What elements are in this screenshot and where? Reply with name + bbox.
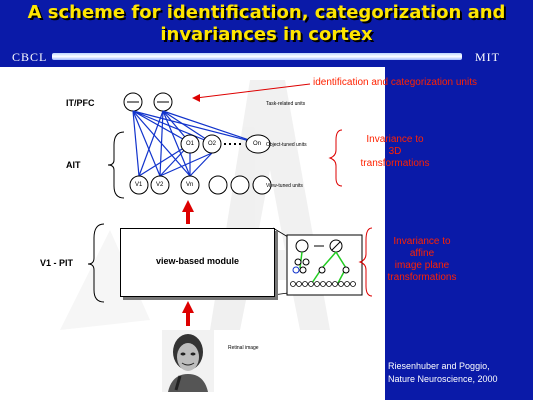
object-unit-2-label: O2: [208, 141, 217, 147]
object-unit-2: [202, 134, 222, 154]
brace-affine: [358, 227, 373, 297]
note-arrow-head: [192, 94, 200, 102]
note-affine-line-3: image plane: [394, 260, 450, 271]
note-identification-units: identification and categorization units: [313, 77, 477, 88]
note-invariance-affine: Invariance to affine image plane transfo…: [372, 236, 472, 284]
module-label: view-based module: [155, 256, 240, 266]
level-label-ait: AIT: [66, 160, 81, 170]
title-line-2: invariances in cortex: [160, 24, 373, 45]
mit-logo-text: MIT: [475, 50, 500, 64]
retinal-image-label: Retinal image: [228, 345, 259, 351]
label-task-units: Task-related units: [266, 101, 306, 107]
note-3d-line-3: transformations: [360, 158, 430, 169]
inset-network: [286, 234, 363, 296]
pit-brace: [87, 223, 105, 303]
citation-line-1: Riesenhuber and Poggio,: [388, 361, 490, 371]
object-unit-n: [245, 134, 271, 154]
object-unit-1-label: O1: [186, 141, 195, 147]
view-unit-1-label: V1: [135, 182, 143, 188]
level-label-v1-pit: V1 - PIT: [40, 258, 74, 268]
title-line-1: A scheme for identification, categorizat…: [27, 2, 506, 23]
view-unit-n-label: Vn: [186, 182, 194, 188]
note-affine-line-1: Invariance to: [393, 236, 451, 247]
object-unit-1: [180, 134, 200, 154]
label-view-units: View-tuned units: [266, 183, 303, 189]
note-invariance-3d: Invariance to 3D transformations: [345, 134, 445, 170]
view-unit-extra-2: [230, 175, 250, 195]
citation-line-2: Nature Neuroscience, 2000: [388, 374, 498, 384]
task-units: [123, 92, 173, 112]
view-unit-n: [180, 175, 200, 195]
note-3d-line-2: 3D: [388, 146, 402, 157]
view-unit-2-label: V2: [156, 182, 164, 188]
note-affine-line-2: affine: [409, 248, 435, 259]
inset-bottom-row: [290, 281, 356, 287]
view-unit-2: [150, 175, 170, 195]
note-affine-line-4: transformations: [387, 272, 457, 283]
view-units: [129, 175, 272, 195]
upward-arrows: [182, 200, 194, 326]
view-unit-extra-1: [208, 175, 228, 195]
label-object-units: Object-tuned units: [266, 142, 307, 148]
cbcl-logo-text: CBCL: [12, 50, 48, 64]
object-unit-n-label: On: [253, 141, 262, 147]
slide-title: A scheme for identification, categorizat…: [0, 2, 533, 46]
retinal-image: [162, 330, 214, 392]
view-unit-1: [129, 175, 149, 195]
note-arrow-line: [195, 83, 311, 99]
view-unit-extra-3: [252, 175, 272, 195]
view-based-module: view-based module: [120, 228, 275, 297]
brace-3d: [328, 129, 343, 187]
object-units: [180, 134, 271, 154]
level-label-it-pfc: IT/PFC: [66, 98, 95, 108]
citation: Riesenhuber and Poggio, Nature Neuroscie…: [388, 360, 498, 386]
ait-brace: [107, 131, 125, 199]
header-band: [52, 53, 462, 60]
note-3d-line-1: Invariance to: [366, 134, 424, 145]
object-connections: [132, 110, 259, 177]
